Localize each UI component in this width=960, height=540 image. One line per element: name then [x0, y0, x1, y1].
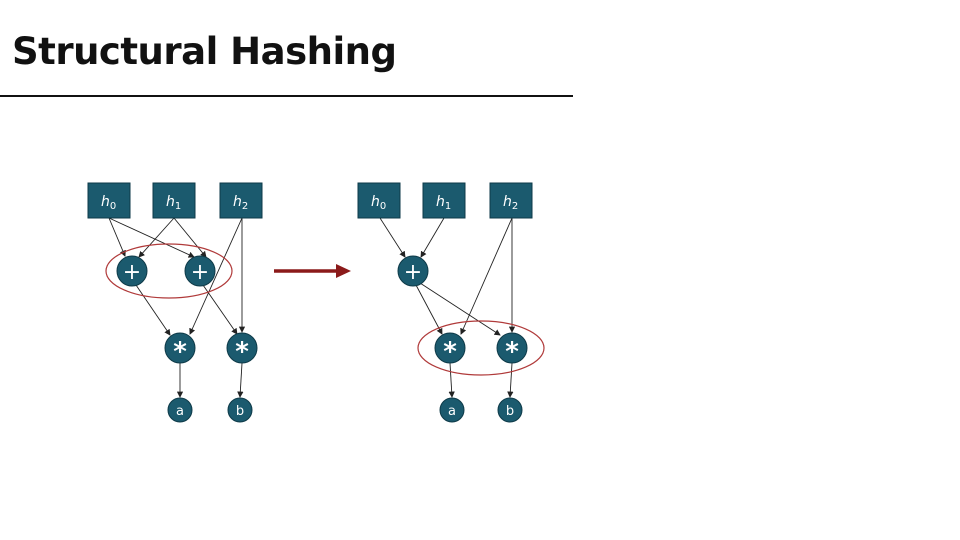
slide-title: Structural Hashing: [12, 30, 397, 73]
adder-node: +: [116, 255, 148, 287]
redundant-highlight: [105, 243, 233, 299]
svg-text:+: +: [191, 260, 209, 285]
multiplier-node: *: [226, 332, 258, 367]
edge: [507, 362, 514, 398]
svg-text:*: *: [173, 337, 187, 367]
input-h1: h1: [152, 182, 196, 219]
output-b: b: [227, 397, 253, 423]
edge: [448, 362, 455, 398]
edge: [138, 217, 175, 258]
multiplier-node: *: [164, 332, 196, 367]
svg-text:*: *: [235, 337, 249, 367]
edge: [173, 217, 207, 258]
edge: [135, 284, 171, 336]
edge: [237, 362, 244, 398]
edge: [202, 284, 238, 335]
transform-arrow: [274, 264, 351, 278]
svg-text:b: b: [506, 404, 514, 419]
svg-text:h0: h0: [101, 194, 116, 212]
svg-text:a: a: [176, 404, 184, 419]
svg-text:+: +: [123, 260, 141, 285]
input-h0: h0: [357, 182, 401, 219]
before-graph: h0 h1 h2 + + * * a b: [87, 182, 263, 423]
output-a: a: [439, 397, 465, 423]
input-h2: h2: [489, 182, 533, 219]
output-b: b: [497, 397, 523, 423]
svg-text:h0: h0: [371, 194, 386, 212]
edge: [415, 284, 443, 335]
svg-text:h2: h2: [503, 194, 518, 212]
input-h2: h2: [219, 182, 263, 219]
after-graph: h0 h1 h2 + * * a b: [357, 182, 545, 423]
multiplier-node: *: [496, 332, 528, 367]
svg-text:b: b: [236, 404, 244, 419]
edge: [419, 282, 501, 336]
title-divider: [0, 95, 573, 97]
input-h0: h0: [87, 182, 131, 219]
edge: [460, 217, 513, 335]
svg-text:h2: h2: [233, 194, 248, 212]
svg-text:h1: h1: [166, 194, 181, 212]
multiplier-node: *: [434, 332, 466, 367]
edge: [108, 217, 126, 257]
edge: [379, 217, 406, 258]
edge: [108, 217, 195, 258]
svg-text:h1: h1: [436, 194, 451, 212]
adder-node: +: [184, 255, 216, 287]
edge: [420, 217, 445, 258]
svg-text:*: *: [443, 337, 457, 367]
adder-node: +: [397, 255, 429, 287]
highlight-ellipse: [417, 320, 545, 376]
edge: [189, 217, 243, 335]
input-h1: h1: [422, 182, 466, 219]
svg-text:a: a: [448, 404, 456, 419]
svg-text:+: +: [404, 260, 422, 285]
svg-text:*: *: [505, 337, 519, 367]
output-a: a: [167, 397, 193, 423]
